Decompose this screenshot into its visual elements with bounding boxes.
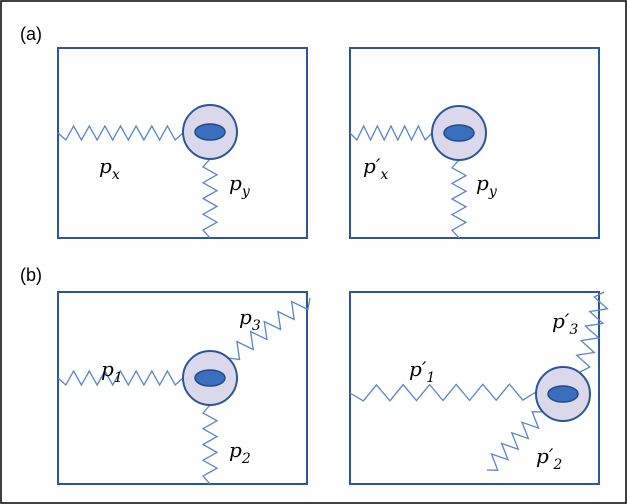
label-subscript: 2 bbox=[552, 457, 562, 473]
label-base: p bbox=[363, 154, 376, 178]
label-subscript: 1 bbox=[426, 370, 435, 386]
mass-nucleus bbox=[547, 385, 579, 403]
label-base: p bbox=[536, 444, 549, 468]
spring-a-left-x bbox=[57, 124, 184, 142]
label-prime: ′ bbox=[376, 154, 381, 178]
mass-nucleus bbox=[194, 123, 226, 141]
panel-a-label: (a) bbox=[20, 24, 42, 44]
label-subscript: x bbox=[112, 167, 120, 183]
label-base: p bbox=[229, 438, 242, 462]
label-a-left-py: py bbox=[229, 171, 251, 200]
label-subscript: 2 bbox=[241, 451, 251, 467]
label-base: p bbox=[101, 357, 114, 381]
spring-b-left-2 bbox=[201, 404, 219, 485]
box-b-left bbox=[57, 291, 308, 485]
label-base: p bbox=[99, 154, 112, 178]
mass-b-right bbox=[535, 366, 591, 422]
spring-b-right-1 bbox=[349, 383, 537, 402]
label-prime: ′ bbox=[565, 309, 570, 333]
mass-nucleus bbox=[443, 124, 475, 142]
spring-b-left-3 bbox=[227, 297, 311, 361]
label-subscript: y bbox=[488, 184, 498, 200]
label-base: p bbox=[476, 171, 489, 195]
label-base: p bbox=[239, 305, 252, 329]
spring-a-right-x bbox=[349, 124, 433, 142]
label-subscript: x bbox=[380, 167, 388, 183]
label-prime: ′ bbox=[549, 444, 554, 468]
label-b-left-p2: p2 bbox=[229, 438, 251, 467]
label-b-right-p2-prime: p′2 bbox=[536, 444, 562, 473]
label-base: p bbox=[552, 309, 565, 333]
label-base: p bbox=[409, 357, 422, 381]
spring-b-right-2 bbox=[486, 411, 544, 471]
label-b-left-p3: p3 bbox=[239, 305, 261, 334]
spring-a-right-y bbox=[450, 159, 468, 239]
spring-b-left-1 bbox=[57, 369, 184, 387]
label-a-right-px-prime: p′x bbox=[363, 154, 388, 183]
label-subscript: y bbox=[241, 184, 251, 200]
box-a-left bbox=[57, 47, 308, 239]
label-prime: ′ bbox=[422, 357, 427, 381]
label-a-right-py: py bbox=[476, 171, 498, 200]
label-subscript: 1 bbox=[114, 370, 123, 386]
label-subscript: 3 bbox=[252, 318, 261, 334]
label-a-left-px: px bbox=[99, 154, 120, 183]
mass-nucleus bbox=[194, 369, 226, 387]
box-a-right bbox=[349, 47, 600, 239]
label-b-right-p3-prime: p′3 bbox=[552, 309, 578, 338]
label-subscript: 3 bbox=[569, 322, 578, 338]
spring-a-left-y bbox=[201, 158, 219, 239]
box-b-right bbox=[349, 291, 600, 485]
mass-b-left bbox=[182, 350, 238, 406]
panel-b-label: (b) bbox=[20, 265, 42, 285]
label-base: p bbox=[229, 171, 242, 195]
label-b-right-p1-prime: p′1 bbox=[409, 357, 435, 386]
mass-a-left bbox=[182, 104, 238, 160]
spring-b-right-3 bbox=[575, 291, 609, 373]
mass-a-right bbox=[431, 105, 487, 161]
label-b-left-p1: p1 bbox=[101, 357, 123, 386]
